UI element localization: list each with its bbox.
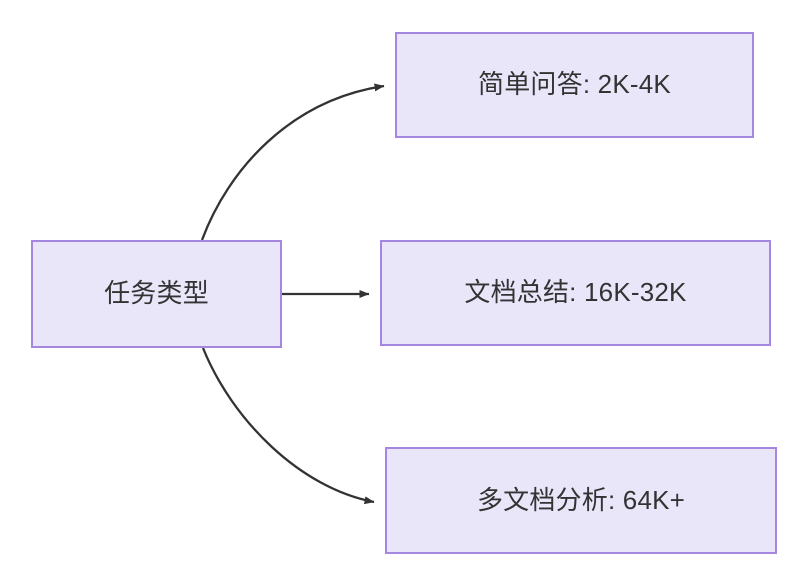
edge-root-to-simple [200,83,385,241]
edge-root-to-multi [201,347,375,505]
node-doc-summary[interactable]: 文档总结: 16K-32K [380,240,771,346]
node-multi-doc-analysis[interactable]: 多文档分析: 64K+ [385,447,777,554]
node-label: 多文档分析: 64K+ [476,484,686,515]
node-label: 任务类型 [104,278,209,309]
node-simple-qa[interactable]: 简单问答: 2K-4K [395,32,754,138]
node-task-type[interactable]: 任务类型 [31,240,282,348]
node-label: 简单问答: 2K-4K [478,69,671,100]
node-label: 文档总结: 16K-32K [464,277,687,308]
